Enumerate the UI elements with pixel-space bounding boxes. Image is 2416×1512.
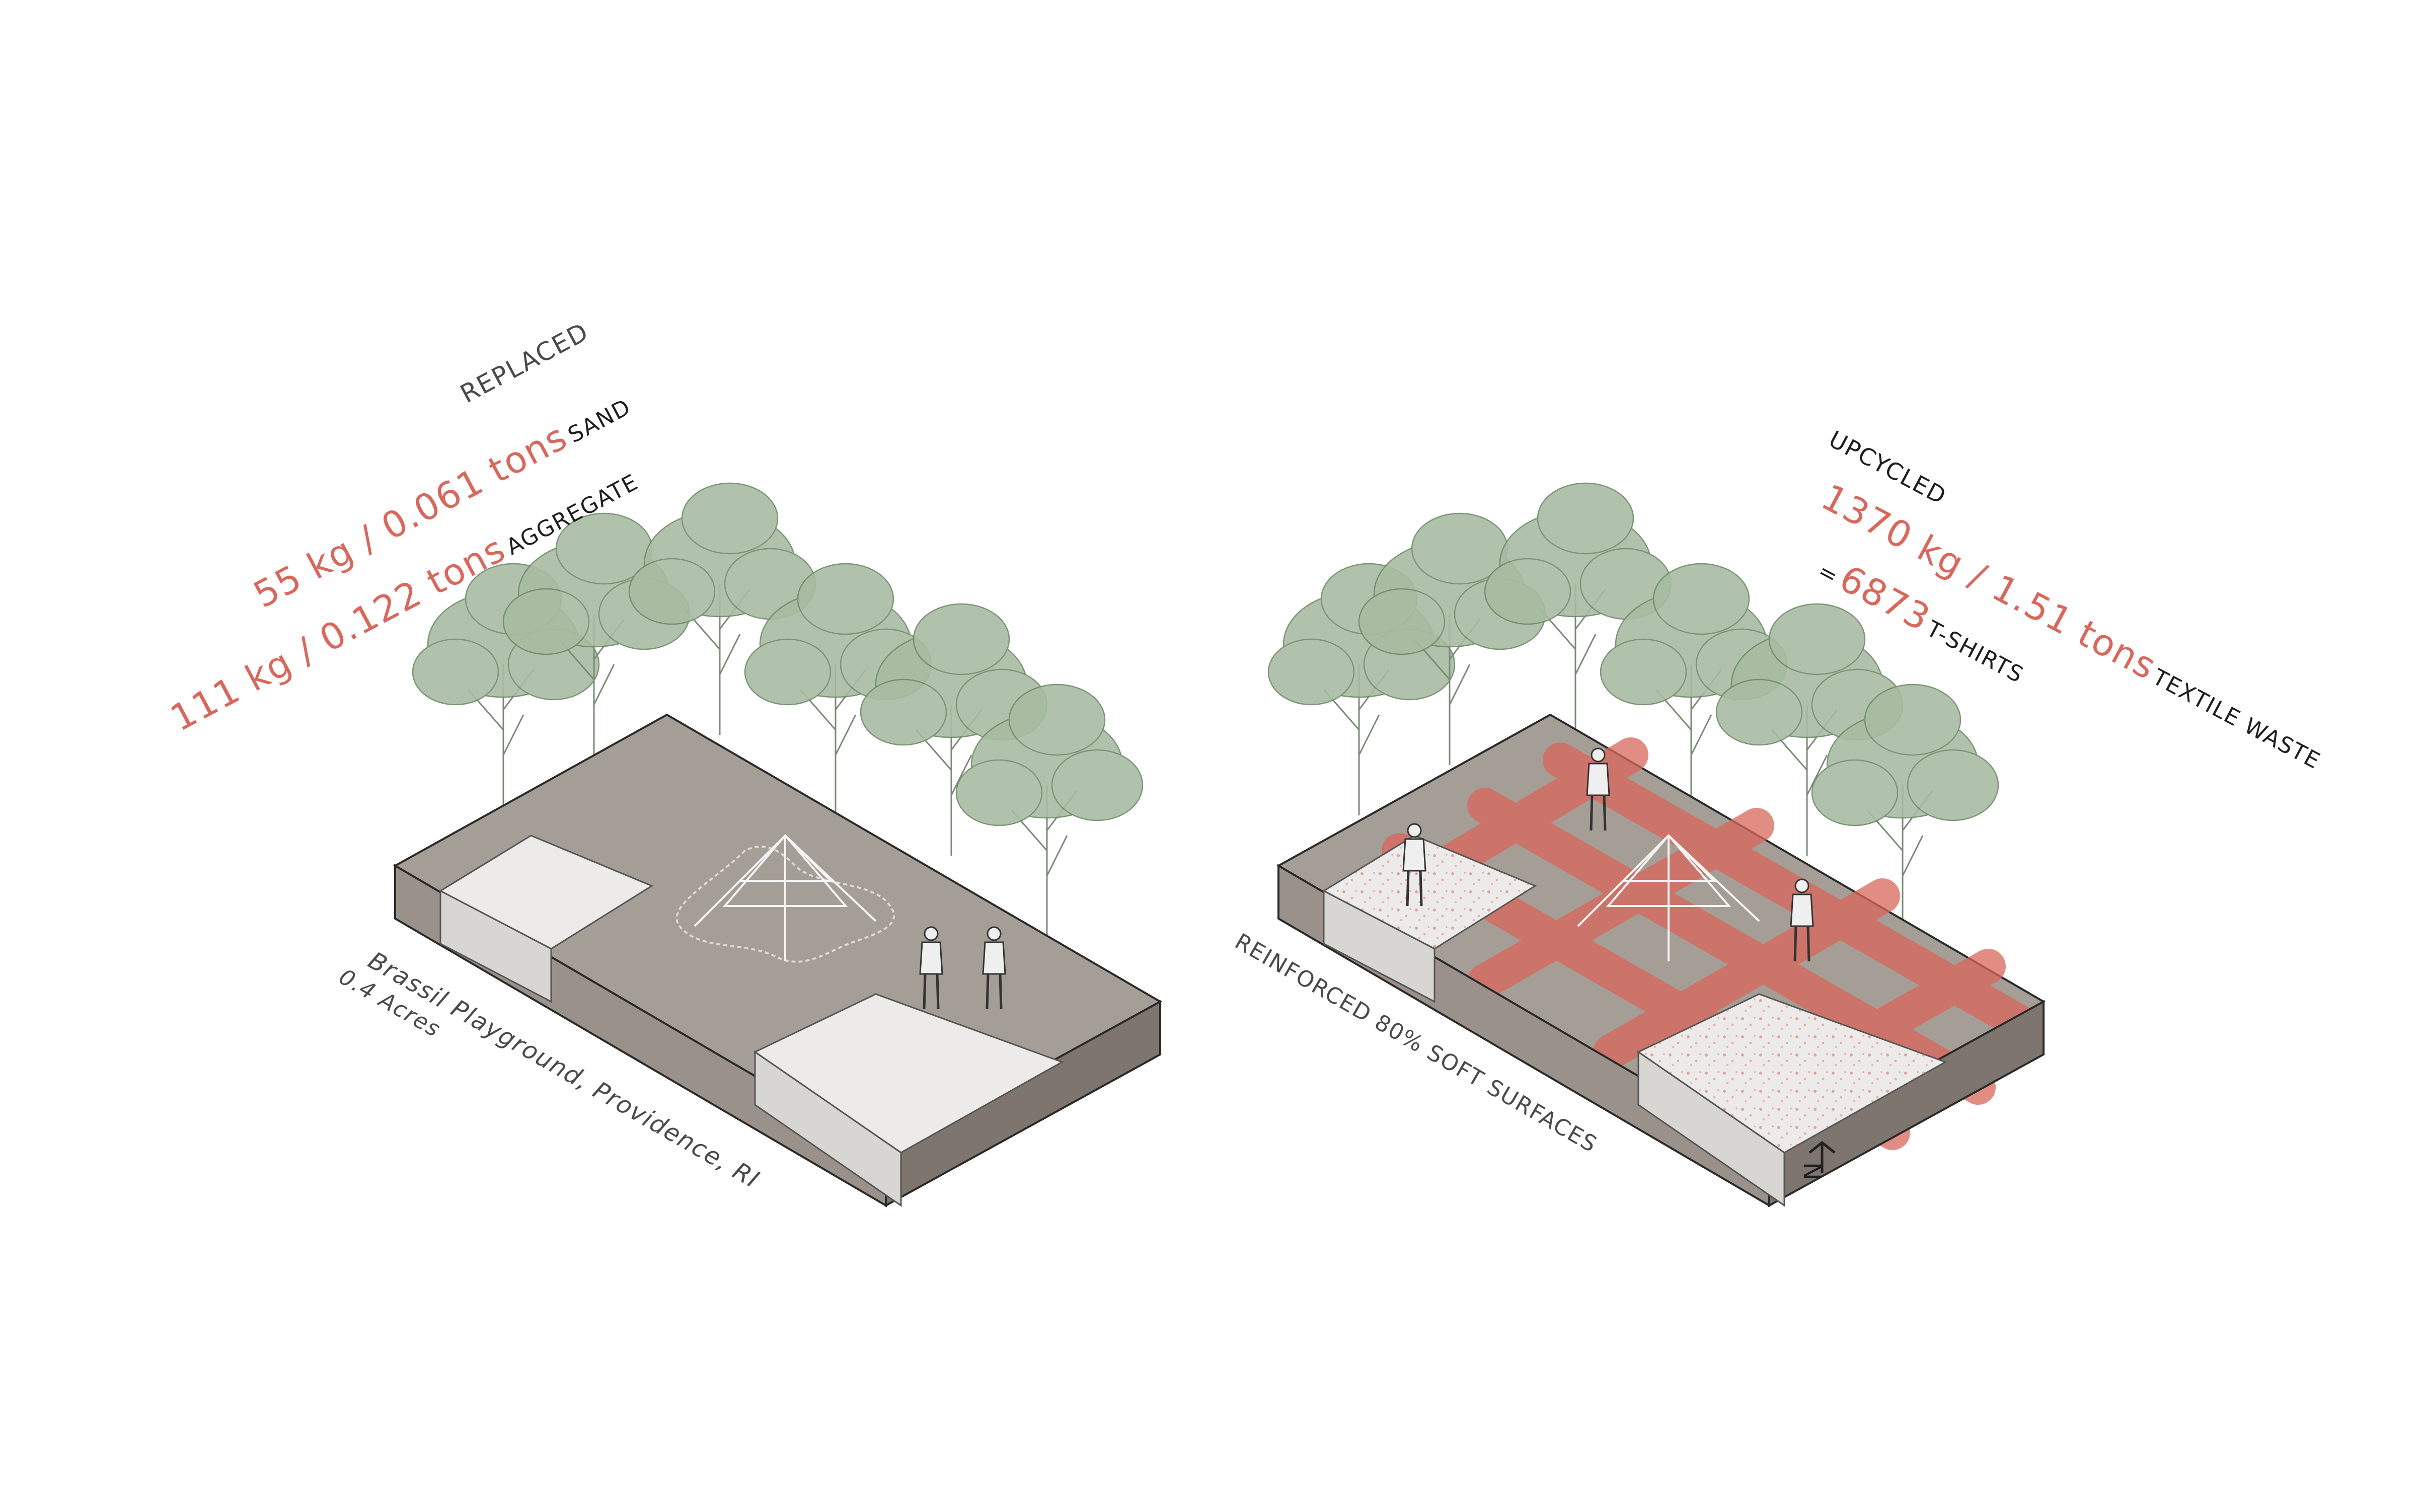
left-sand-pad-south-edge [754, 1050, 902, 1207]
left-rope-play-structure [675, 834, 895, 963]
right-rope-play-structure [1577, 834, 1760, 961]
left-sand-pad-west-edge [439, 889, 552, 1003]
left-playground-slab [393, 482, 1163, 1207]
north-label: N [1799, 1161, 1828, 1180]
north-arrow-icon [1808, 1141, 1836, 1173]
right-playground-slab [1267, 482, 2046, 1207]
